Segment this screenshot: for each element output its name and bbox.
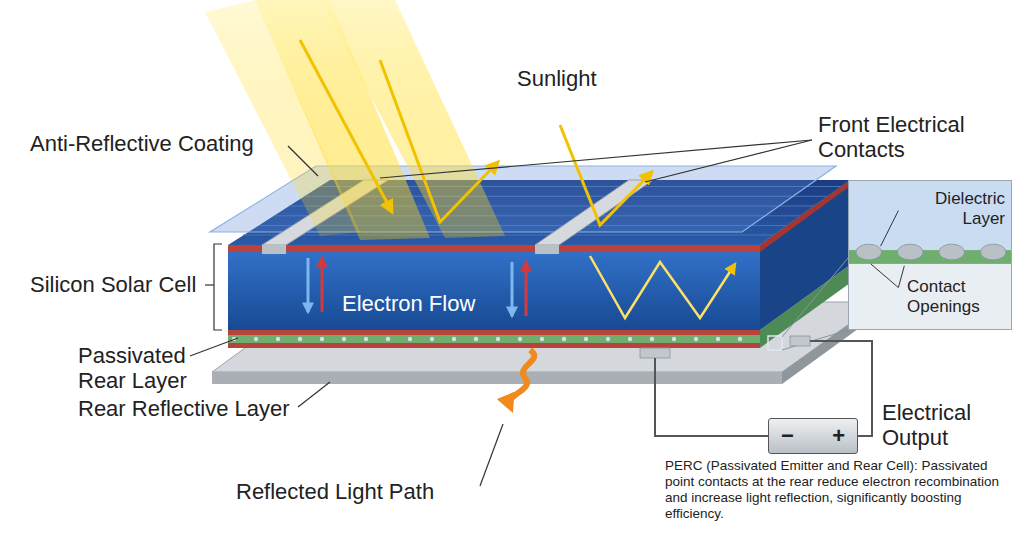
battery-box: −+ (768, 418, 858, 454)
passivated-label: Passivated Rear Layer (78, 343, 190, 394)
caption-note: PERC (Passivated Emitter and Rear Cell):… (665, 458, 1015, 522)
reflective-label: Rear Reflective Layer (78, 396, 296, 421)
inset-box: Dielectric LayerContact Openings (848, 180, 1012, 330)
output-label: Electrical Output (882, 400, 1017, 451)
inset-title: Dielectric Layer (905, 189, 1005, 228)
terminal-sign: + (832, 424, 845, 448)
contacts-label: Front Electrical Contacts (818, 112, 1008, 163)
cell-label: Silicon Solar Cell (30, 272, 205, 297)
light-path-label: Reflected Light Path (236, 479, 476, 504)
coating-label: Anti-Reflective Coating (30, 131, 285, 156)
terminal-sign: − (781, 424, 794, 448)
inset-note: Contact Openings (907, 277, 1005, 316)
flow-label: Electron Flow (342, 291, 502, 316)
sunlight-label: Sunlight (517, 66, 647, 91)
